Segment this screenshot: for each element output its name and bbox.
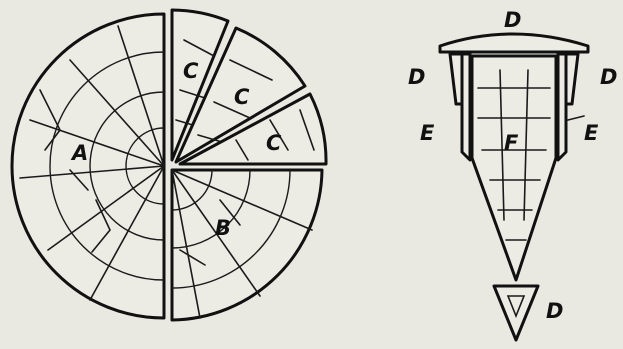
label-a: A bbox=[70, 141, 88, 165]
timber-wedge-figure: D D D E E F D bbox=[408, 8, 617, 340]
label-d-top: D bbox=[504, 8, 521, 32]
log-cross-section: A B C C C bbox=[12, 10, 326, 320]
label-d-left: D bbox=[408, 65, 425, 89]
timber-slab-top bbox=[440, 34, 588, 52]
label-b: B bbox=[215, 216, 231, 240]
timber-slab-bottom bbox=[494, 286, 538, 340]
timber-slab-left bbox=[450, 54, 470, 160]
label-e-right: E bbox=[584, 121, 599, 145]
timber-slab-right bbox=[558, 54, 578, 160]
gap-arrow bbox=[568, 116, 584, 120]
label-f: F bbox=[504, 131, 519, 155]
log-piece-b bbox=[172, 170, 322, 320]
label-d-bottom: D bbox=[546, 299, 563, 323]
label-c2: C bbox=[234, 85, 250, 109]
label-c3: C bbox=[266, 131, 282, 155]
label-c1: C bbox=[183, 59, 199, 83]
label-d-right: D bbox=[600, 65, 617, 89]
label-e-left: E bbox=[420, 121, 435, 145]
timber-core-f bbox=[472, 56, 556, 280]
log-piece-a bbox=[12, 14, 164, 318]
